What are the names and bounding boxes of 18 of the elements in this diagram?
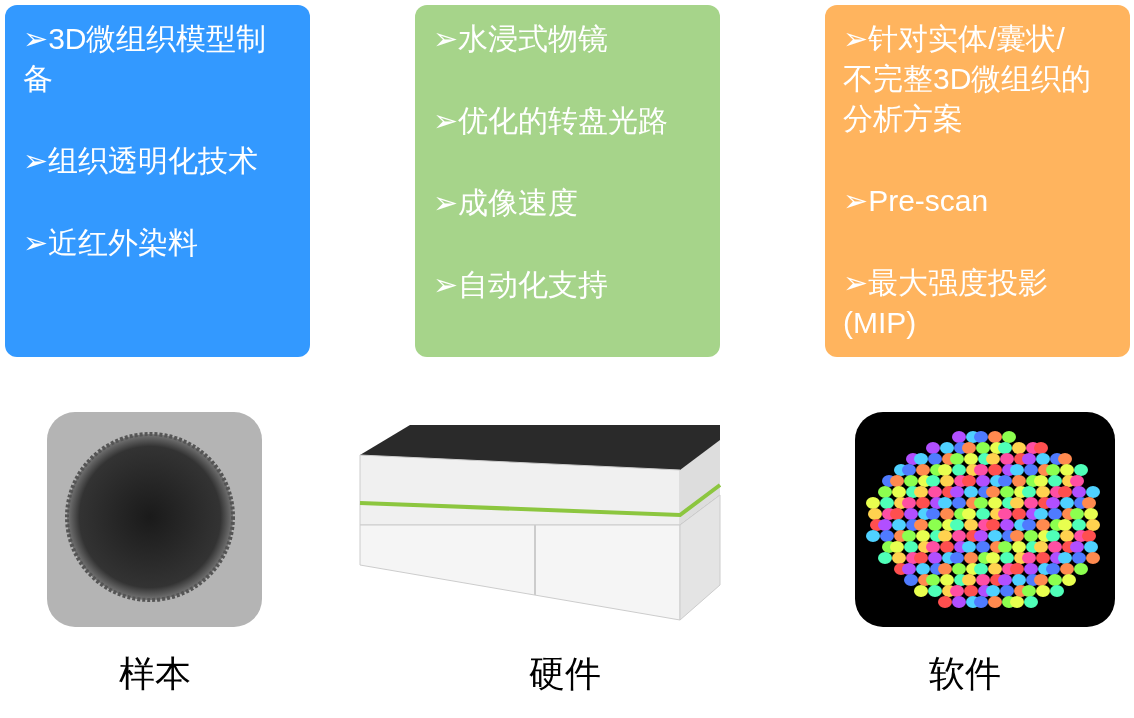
- bullet-text: ➢最大强度投影(MIP): [843, 265, 1050, 341]
- segmented-cells-image: [855, 412, 1115, 627]
- bullet-text: ➢针对实体/囊状/不完整3D微组织的分析方案: [843, 21, 1093, 137]
- feature-panel: [415, 5, 720, 357]
- image-caption: 硬件: [528, 652, 602, 696]
- bullet-text: ➢近红外染料: [23, 225, 200, 261]
- bullet-text: ➢自动化支持: [433, 267, 610, 303]
- bullet-text: ➢组织透明化技术: [23, 143, 260, 179]
- bullet-text: ➢水浸式物镜: [433, 21, 610, 57]
- bullet-text: ➢成像速度: [433, 185, 580, 221]
- bullet-text: ➢Pre-scan: [843, 183, 990, 219]
- image-caption: 样本: [118, 652, 192, 696]
- bullet-text: ➢3D微组织模型制备: [23, 21, 268, 97]
- bullet-text: ➢优化的转盘光路: [433, 103, 670, 139]
- feature-panel: [825, 5, 1130, 357]
- image-caption: 软件: [928, 652, 1002, 696]
- feature-panel: [5, 5, 310, 357]
- spheroid-micrograph: [47, 412, 262, 627]
